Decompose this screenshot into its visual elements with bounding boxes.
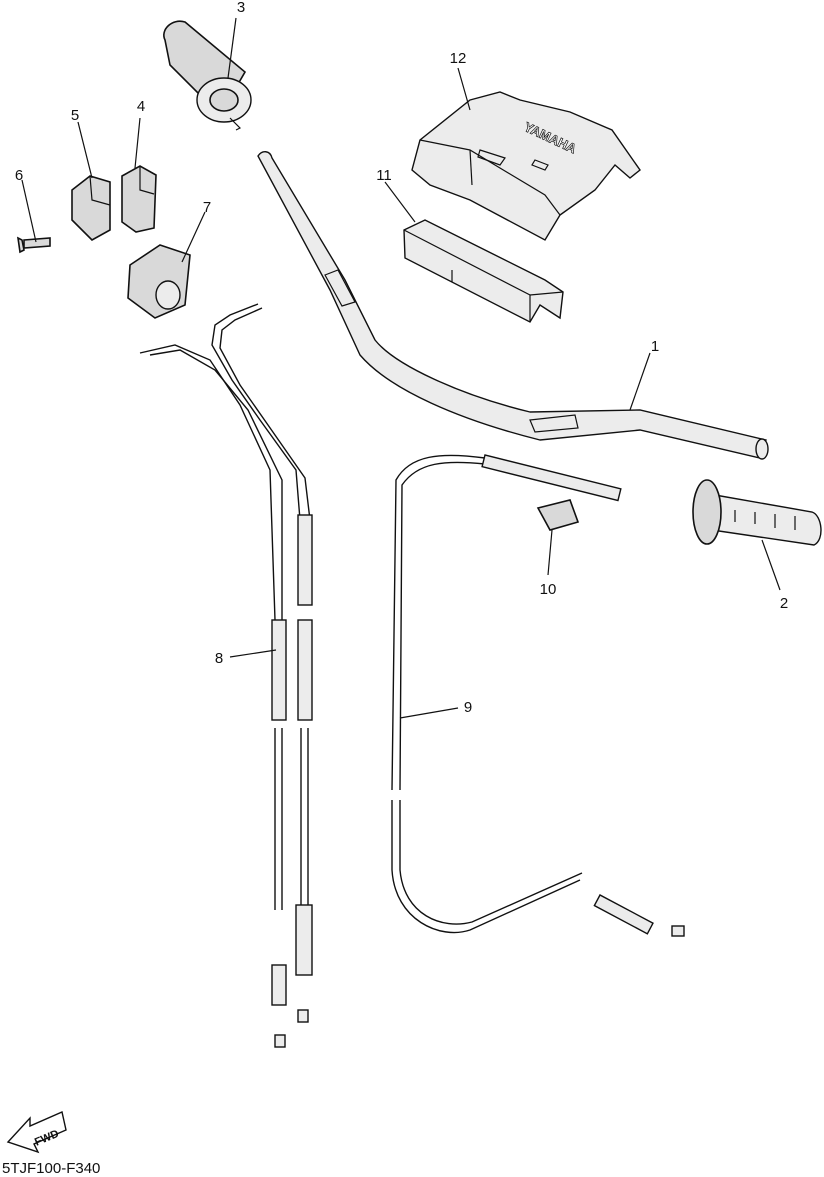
- lower-holder: [127, 244, 191, 319]
- cable-adjuster: [536, 499, 580, 531]
- upper-holder-right: [121, 165, 157, 233]
- callout-2: 2: [780, 595, 788, 612]
- throttle-cable-assembly: [139, 303, 313, 1048]
- handlebar: [257, 151, 769, 460]
- callout-3: 3: [237, 0, 245, 16]
- figure-code: 5TJF100-F340: [2, 1160, 100, 1177]
- handlebar-pad-cover: YAMAHA: [411, 91, 641, 241]
- crossbar-pad: [403, 219, 564, 323]
- callout-1: 1: [651, 338, 659, 355]
- fwd-arrow-icon: FWD: [6, 1111, 67, 1154]
- callout-10: 10: [540, 581, 557, 598]
- callout-9: 9: [464, 699, 472, 716]
- callout-11: 11: [376, 167, 392, 184]
- leader-lines: [21, 17, 781, 719]
- clutch-cable: [391, 454, 685, 937]
- callout-6: 6: [15, 167, 23, 184]
- callout-12: 12: [450, 50, 467, 67]
- holder-bolt: [16, 236, 51, 254]
- callout-4: 4: [137, 98, 145, 115]
- throttle-grip: [163, 20, 252, 131]
- callout-8: 8: [215, 650, 223, 667]
- callout-5: 5: [71, 107, 79, 124]
- callout-labels: 1 2 3 4 5 6 7 8 9 10 11 12: [15, 0, 788, 716]
- upper-holder-left: [71, 175, 111, 241]
- left-grip: [692, 479, 822, 546]
- callout-7: 7: [203, 199, 211, 216]
